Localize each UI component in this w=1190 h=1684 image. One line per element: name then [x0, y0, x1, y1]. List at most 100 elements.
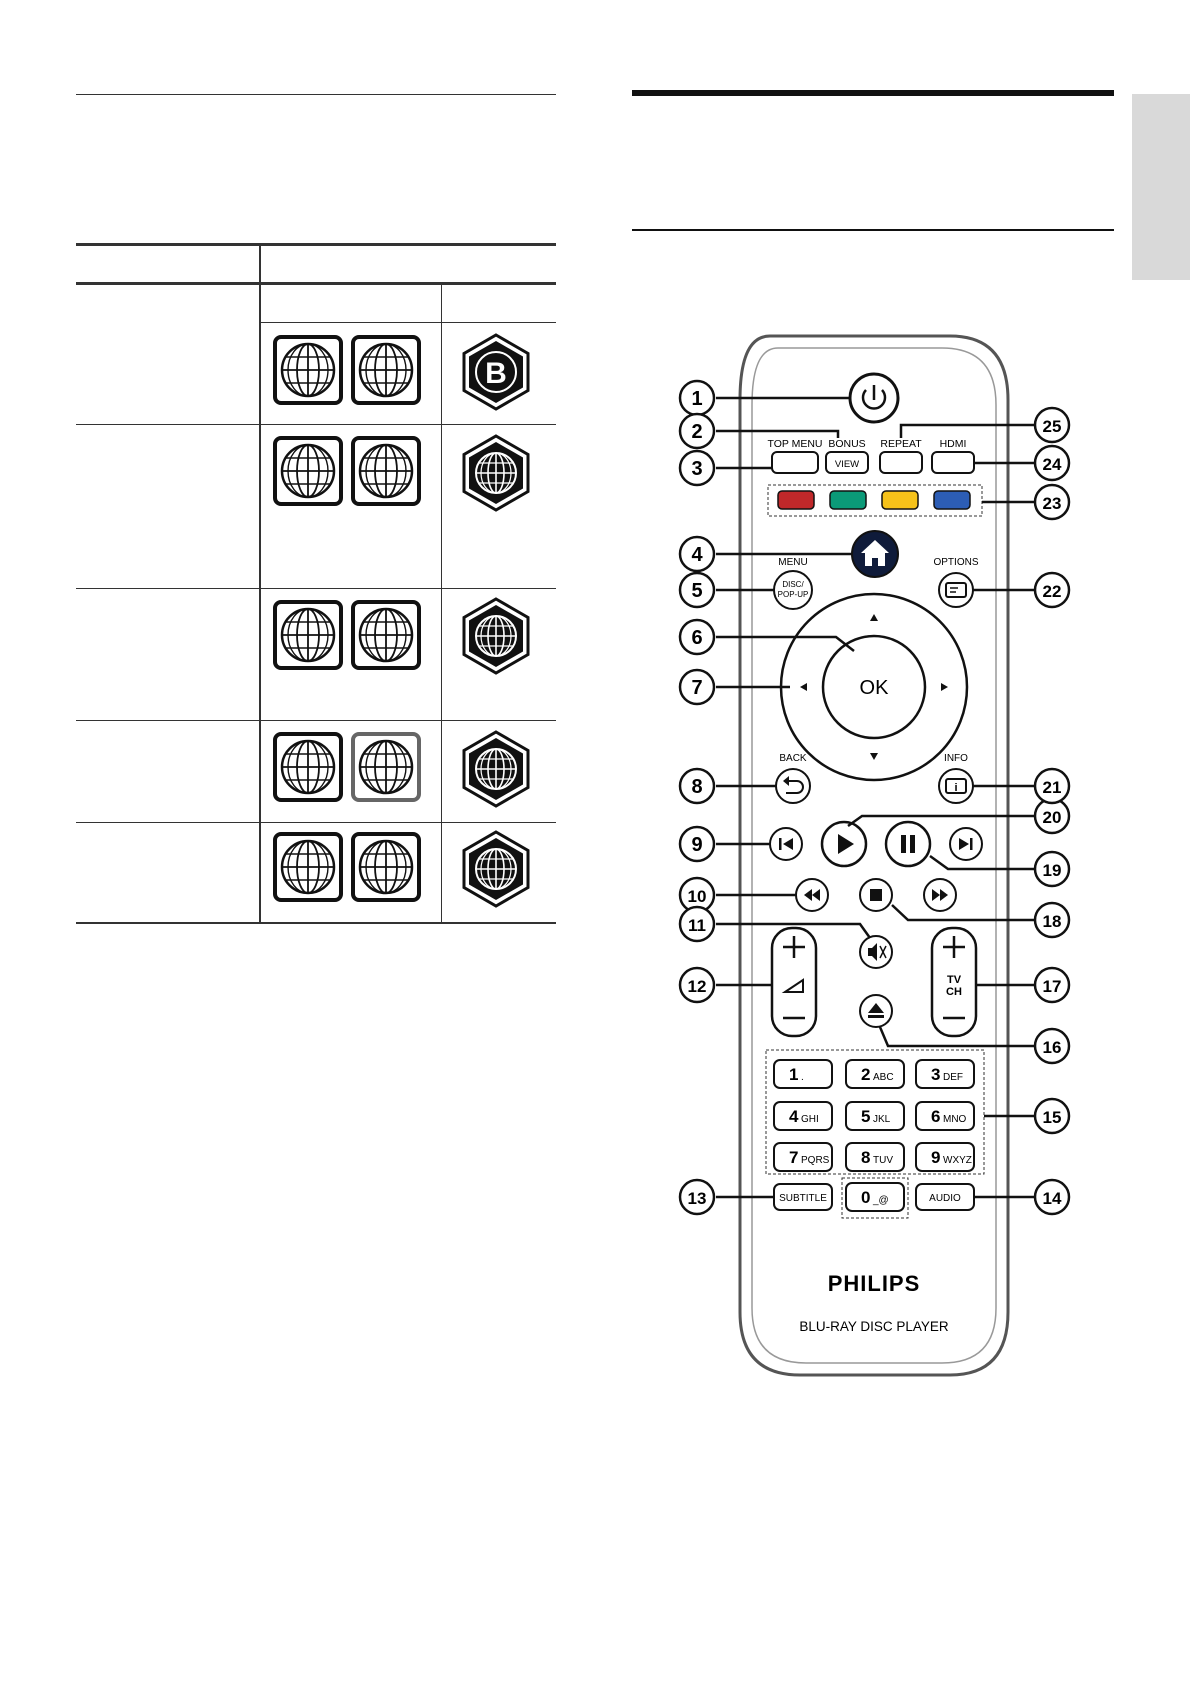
callout-16: 16: [1033, 1027, 1071, 1065]
table-bottom-border: [76, 922, 556, 924]
svg-text:21: 21: [1043, 778, 1062, 797]
repeat-label: REPEAT: [880, 438, 922, 450]
back-button[interactable]: [775, 768, 811, 804]
red-button[interactable]: [777, 490, 815, 510]
subheader-border: [260, 322, 556, 323]
bd-region-b-icon: B: [462, 333, 530, 411]
play-button[interactable]: [820, 820, 868, 868]
repeat-button[interactable]: [879, 451, 923, 474]
ok-button[interactable]: [821, 634, 927, 740]
home-button[interactable]: [851, 530, 899, 578]
view-label: VIEW: [835, 459, 859, 470]
subtitle-label: SUBTITLE: [779, 1193, 827, 1204]
svg-text:10: 10: [688, 887, 707, 906]
svg-text:14: 14: [1043, 1189, 1062, 1208]
top-menu-button[interactable]: [771, 451, 819, 474]
svg-text:6: 6: [691, 627, 702, 649]
row-divider: [76, 822, 556, 823]
numpad-letters: PQRS: [801, 1155, 830, 1166]
numpad-group: [765, 1049, 985, 1175]
numpad-letters: WXYZ: [943, 1155, 972, 1166]
callout-15: 15: [1033, 1097, 1071, 1135]
svg-text:19: 19: [1043, 861, 1062, 880]
tv-channel-rocker[interactable]: [930, 926, 978, 1038]
callout-8: 8: [678, 767, 716, 805]
numpad-digit: 5: [861, 1107, 870, 1126]
blue-button[interactable]: [933, 490, 971, 510]
volume-rocker[interactable]: [770, 926, 818, 1038]
svg-text:4: 4: [691, 544, 703, 566]
callout-14: 14: [1033, 1178, 1071, 1216]
callout-20: 20: [1033, 797, 1071, 835]
info-button[interactable]: i: [938, 768, 974, 804]
model-label: BLU-RAY DISC PLAYER: [799, 1319, 949, 1334]
numpad-digit: 4: [789, 1107, 799, 1126]
next-button[interactable]: [949, 827, 983, 861]
numpad-digit: 6: [931, 1107, 940, 1126]
numpad-digit: 0: [861, 1188, 870, 1207]
fast-forward-button[interactable]: [923, 878, 957, 912]
svg-text:1: 1: [691, 388, 702, 410]
numpad-letters: TUV: [873, 1155, 893, 1166]
numpad-digit: 1: [789, 1065, 798, 1084]
callout-12: 12: [678, 966, 716, 1004]
green-button[interactable]: [829, 490, 867, 510]
svg-text:23: 23: [1043, 494, 1062, 513]
hdmi-button[interactable]: [931, 451, 975, 474]
callout-23: 23: [1033, 483, 1071, 521]
callout-lines: [716, 396, 1036, 1199]
stop-button[interactable]: [859, 878, 893, 912]
language-side-tab: [1132, 94, 1190, 280]
numpad-key-1[interactable]: 1.: [773, 1059, 833, 1089]
popup-label: POP-UP: [778, 590, 809, 599]
rewind-button[interactable]: [795, 878, 829, 912]
svg-text:22: 22: [1043, 582, 1062, 601]
left-arrow-icon[interactable]: [800, 683, 807, 691]
down-arrow-icon[interactable]: [870, 753, 878, 760]
audio-label: AUDIO: [929, 1193, 961, 1204]
bonus-view-button[interactable]: [825, 451, 869, 474]
up-arrow-icon[interactable]: [870, 614, 878, 621]
row-divider: [76, 424, 556, 425]
callout-24: 24: [1033, 444, 1071, 482]
disc-label: DISC/: [782, 580, 804, 589]
callout-17: 17: [1033, 966, 1071, 1004]
numpad-letters: MNO: [943, 1114, 967, 1125]
callout-22: 22: [1033, 571, 1071, 609]
callout-11: 11: [678, 905, 716, 943]
right-arrow-icon[interactable]: [941, 683, 948, 691]
ch-label: CH: [946, 986, 962, 998]
top-rule: [76, 94, 556, 95]
callout-5: 5: [678, 571, 716, 609]
numpad-digit: 3: [931, 1065, 940, 1084]
options-label: OPTIONS: [933, 557, 978, 568]
svg-text:5: 5: [691, 580, 702, 602]
svg-text:B: B: [485, 357, 507, 390]
callout-13: 13: [678, 1178, 716, 1216]
brand-logo: PHILIPS: [828, 1271, 921, 1296]
options-button[interactable]: [938, 572, 974, 608]
numpad-key-0[interactable]: 0_@: [845, 1182, 905, 1212]
mute-button[interactable]: [859, 935, 893, 969]
tv-label: TV: [947, 974, 962, 986]
yellow-button[interactable]: [881, 490, 919, 510]
previous-button[interactable]: [769, 827, 803, 861]
svg-text:12: 12: [688, 977, 707, 996]
numpad-letters: DEF: [943, 1072, 963, 1083]
power-button[interactable]: [848, 372, 900, 424]
eject-button[interactable]: [859, 994, 893, 1028]
section-top-bar: [632, 90, 1114, 96]
menu-label: MENU: [778, 557, 807, 568]
numpad-letters: _@: [872, 1195, 889, 1206]
callout-18: 18: [1033, 901, 1071, 939]
pause-button[interactable]: [884, 820, 932, 868]
